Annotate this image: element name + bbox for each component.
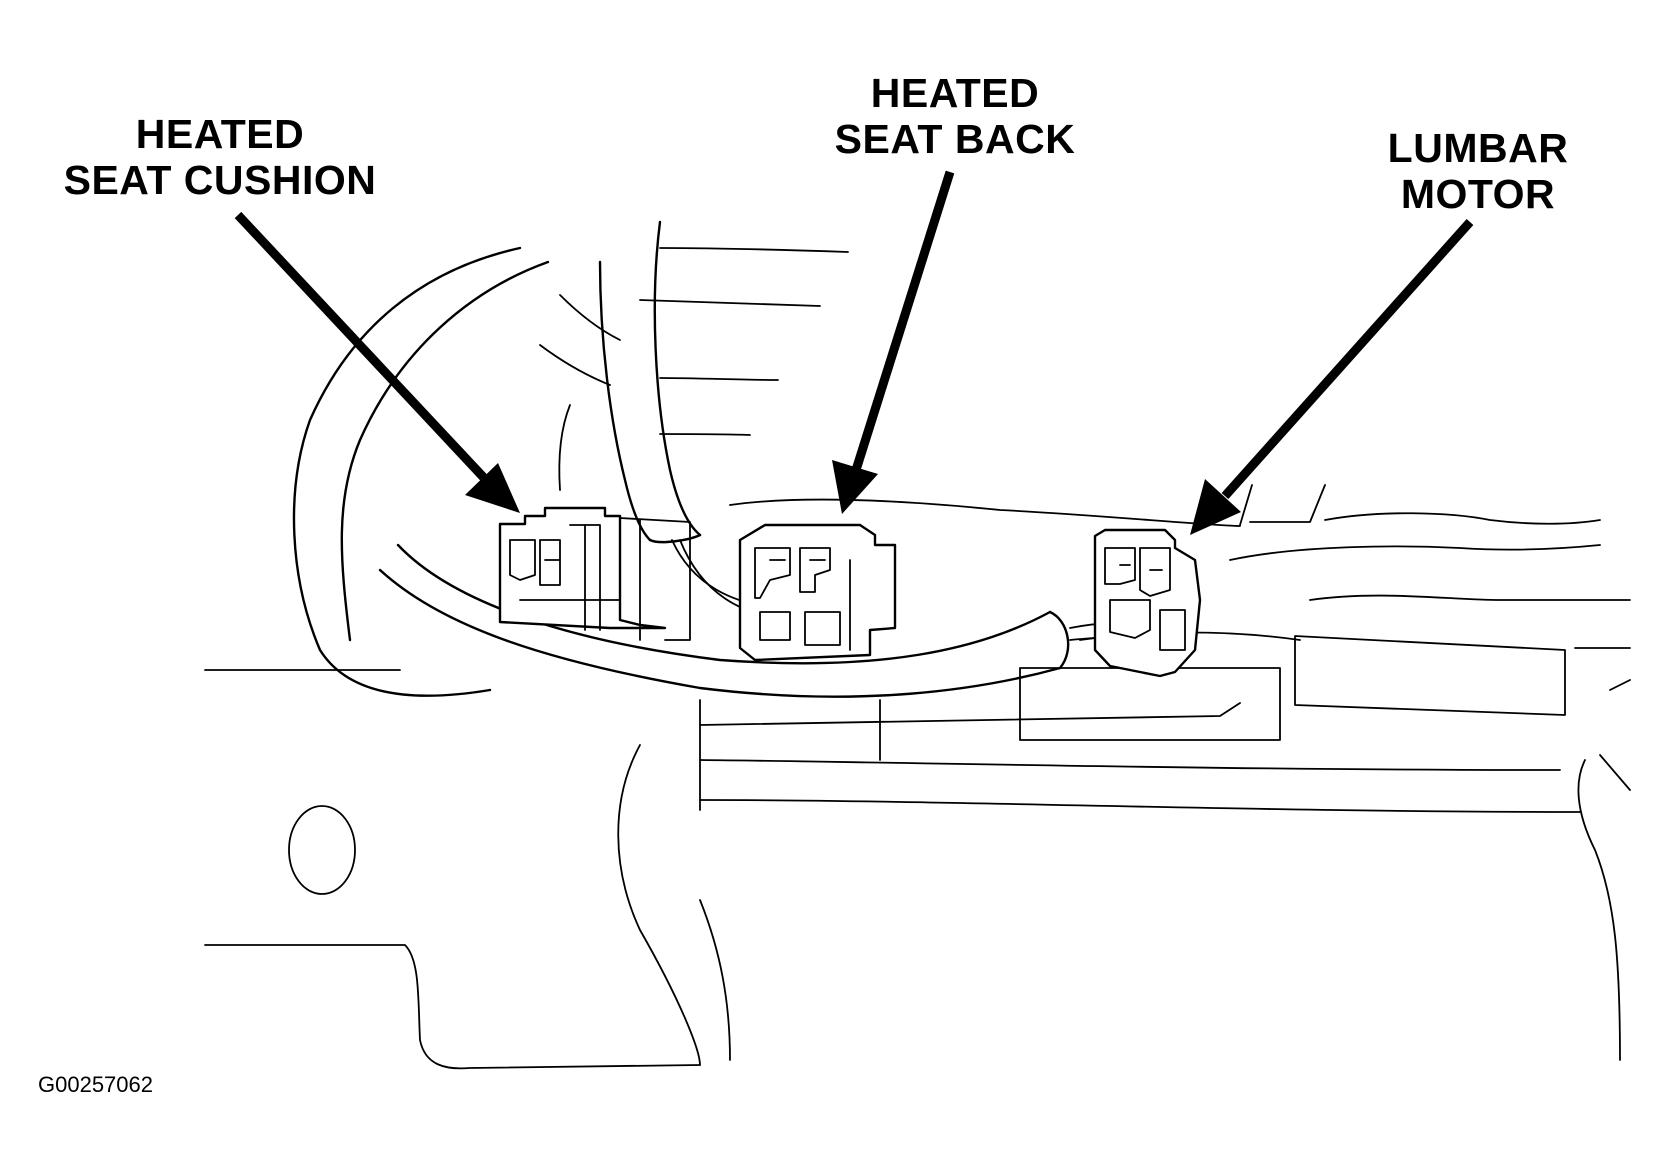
seat-frame	[204, 246, 1631, 1070]
label-heated-seat-cushion: HEATED SEAT CUSHION	[55, 111, 385, 203]
heated-seat-back-connector	[738, 523, 897, 662]
label-heated-seat-cushion-line1: HEATED	[135, 111, 305, 157]
label-heated-seat-cushion-line2: SEAT CUSHION	[63, 157, 377, 203]
heated-seat-cushion-connector	[498, 506, 691, 641]
arrow-heated-seat-cushion	[234, 211, 520, 513]
label-lumbar-motor: LUMBAR MOTOR	[1378, 125, 1578, 217]
lumbar-motor-connector	[1093, 528, 1202, 678]
arrow-heated-seat-back	[832, 170, 955, 514]
arrow-lumbar-motor	[1190, 219, 1474, 535]
label-heated-seat-back: HEATED SEAT BACK	[820, 70, 1090, 162]
label-heated-seat-back-line2: SEAT BACK	[834, 116, 1076, 162]
label-lumbar-motor-line2: MOTOR	[1400, 171, 1556, 217]
label-heated-seat-back-line1: HEATED	[870, 70, 1040, 116]
figure-id: G00257062	[38, 1072, 153, 1097]
label-lumbar-motor-line1: LUMBAR	[1387, 125, 1569, 171]
